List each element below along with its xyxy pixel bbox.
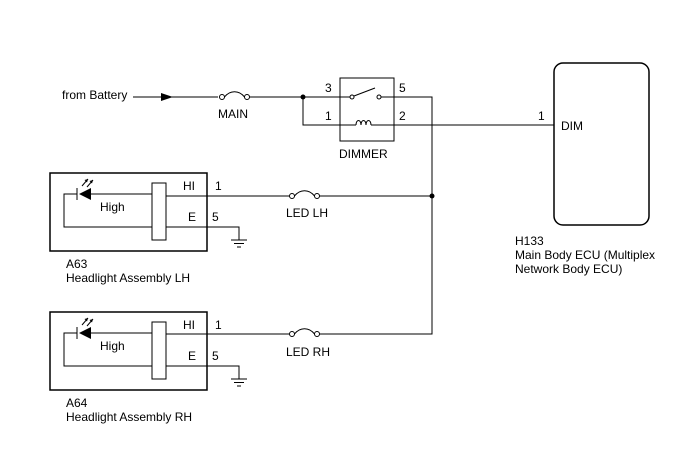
dimmer-pin-3: 3 <box>325 81 332 95</box>
headlight-rh-box <box>49 311 208 391</box>
headlight-lh-led-icon <box>79 188 91 200</box>
headlight-lh-led-label: High <box>100 200 125 214</box>
headlight-lh-hi-pin: 1 <box>215 179 222 193</box>
led-lh-fuse <box>289 190 320 199</box>
wire-lh-ground <box>207 226 240 240</box>
headlight-rh-code: A64 <box>66 396 88 410</box>
headlight-lh-box <box>49 172 208 252</box>
led-rh-fuse <box>289 328 320 337</box>
ecu-name-line2: Network Body ECU) <box>515 262 622 276</box>
headlight-lh-e-pin: 5 <box>212 210 219 224</box>
headlight-lh-e-label: E <box>188 210 196 224</box>
headlight-rh-e-label: E <box>188 349 196 363</box>
ecu-box <box>553 62 650 226</box>
headlight-lh <box>49 172 208 252</box>
ecu-code: H133 <box>515 234 544 248</box>
headlight-lh-hi-label: HI <box>183 179 195 193</box>
dimmer-switch-blade <box>353 87 376 97</box>
ecu-terminal-dim: DIM <box>561 119 583 133</box>
main-fuse <box>219 91 250 100</box>
dimmer-pin-5: 5 <box>399 81 406 95</box>
headlight-rh-hi-pin: 1 <box>215 318 222 332</box>
headlight-rh-name: Headlight Assembly RH <box>66 410 192 424</box>
ecu-pin-1: 1 <box>538 109 545 123</box>
ground-icon <box>231 239 247 248</box>
headlight-lh-name: Headlight Assembly LH <box>66 271 190 285</box>
ecu-name-line1: Main Body ECU (Multiplex <box>515 248 655 262</box>
wire-rh-ground <box>207 365 240 379</box>
led-rh-fuse-label: LED RH <box>286 345 330 359</box>
headlight-rh-led-icon <box>79 327 91 339</box>
headlight-rh-hi-label: HI <box>183 318 195 332</box>
led-lh-fuse-label: LED LH <box>286 206 328 220</box>
dimmer-relay <box>339 77 395 142</box>
headlight-rh-e-pin: 5 <box>212 349 219 363</box>
wire-to-dimmer-pin1 <box>302 97 340 126</box>
headlight-rh <box>49 311 208 391</box>
ground-icon <box>231 378 247 387</box>
dimmer-pin-2: 2 <box>399 109 406 123</box>
battery-label: from Battery <box>62 88 127 102</box>
headlight-lh-code: A63 <box>66 257 88 271</box>
main-fuse-label: MAIN <box>218 107 248 121</box>
headlight-rh-module <box>151 321 167 380</box>
wire-dimmer-bus <box>322 96 433 335</box>
dimmer-coil <box>355 120 372 126</box>
dimmer-pin-1: 1 <box>325 109 332 123</box>
dimmer-label: DIMMER <box>339 147 388 161</box>
dimmer-box <box>339 77 395 142</box>
headlight-lh-module <box>151 182 167 241</box>
headlight-rh-led-label: High <box>100 339 125 353</box>
